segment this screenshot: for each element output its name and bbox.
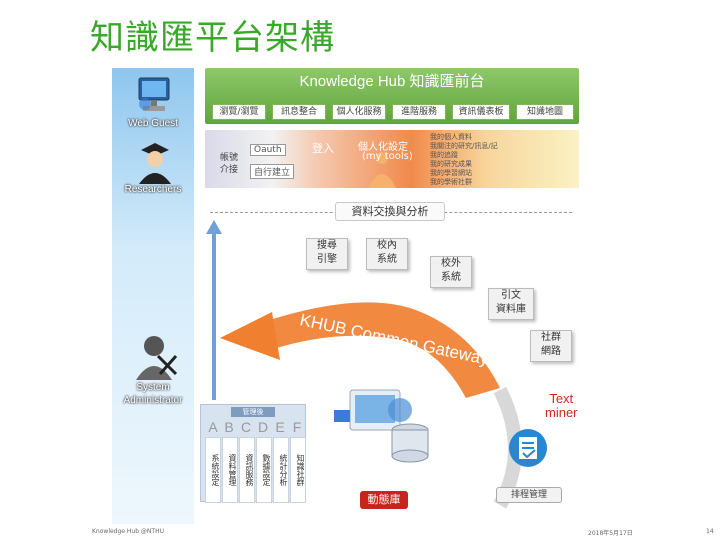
- external-line2: 系統: [431, 271, 471, 285]
- social-line1: 社群: [531, 331, 571, 345]
- text-miner-line1: Text: [545, 392, 578, 406]
- self-build-box: 自行建立: [250, 164, 294, 179]
- management-item[interactable]: 系統設定: [205, 437, 221, 503]
- hub-tab-browse[interactable]: 瀏覽/瀏覽: [212, 104, 266, 120]
- personal-list: 我的個人資料 我關注的研究/訊息/記 我的追蹤 我的研究成果 我的學習網站 我的…: [430, 133, 498, 187]
- server-database-icon: [330, 380, 460, 470]
- management-title: 管理後: [231, 407, 275, 417]
- footer-date: 2018年5月17日: [588, 528, 633, 537]
- schedule-button[interactable]: 排程管理: [496, 487, 562, 503]
- account-label-2: 介接: [220, 162, 238, 175]
- footer-left: Knowledge Hub @NTHU: [92, 528, 164, 535]
- page-title: 知識匯平台架構: [90, 10, 335, 59]
- computer-icon: [135, 76, 175, 120]
- citation-line1: 引文: [489, 289, 533, 303]
- col-letter: B: [221, 419, 237, 435]
- exchange-label: 資料交換與分析: [335, 202, 445, 221]
- researchers-label: Researchers: [98, 184, 208, 195]
- personal-list-item: 我的個人資料: [430, 133, 498, 142]
- personal-list-item: 我的學術社群: [430, 178, 498, 187]
- login-label: 登入: [312, 140, 334, 156]
- management-item[interactable]: 數據設定: [256, 437, 272, 503]
- social-network-box: 社群 網路: [530, 330, 572, 362]
- external-line1: 校外: [431, 257, 471, 271]
- knowledge-hub-title: Knowledge Hub 知識匯前台: [205, 70, 579, 91]
- search-engine-line2: 引擎: [307, 253, 347, 267]
- text-miner-label: Text miner: [545, 392, 578, 420]
- hub-tab-dashboard[interactable]: 資訊儀表板: [452, 104, 510, 120]
- citation-line2: 資料庫: [489, 303, 533, 317]
- hub-tab-advanced[interactable]: 進階服務: [392, 104, 446, 120]
- col-letter: C: [238, 419, 254, 435]
- page-number: 14: [706, 528, 714, 535]
- management-item[interactable]: 統計分析: [273, 437, 289, 503]
- schedule-icon: [508, 428, 548, 468]
- hub-tab-integration[interactable]: 訊息整合: [272, 104, 326, 120]
- up-arrow-head: [206, 220, 222, 234]
- col-letter: A: [205, 419, 221, 435]
- dynamic-db-button[interactable]: 動態庫: [360, 491, 408, 509]
- citation-db-box: 引文 資料庫: [488, 288, 534, 320]
- social-line2: 網路: [531, 345, 571, 359]
- internal-system-box: 校內 系統: [366, 238, 408, 270]
- admin-label-1: System: [98, 382, 208, 393]
- personal-list-item: 我的追蹤: [430, 151, 498, 160]
- search-engine-box: 搜尋 引擎: [306, 238, 348, 270]
- hub-tab-personal[interactable]: 個人化服務: [332, 104, 386, 120]
- external-system-box: 校外 系統: [430, 256, 472, 288]
- administrator-icon: [134, 330, 178, 380]
- management-item[interactable]: 知識社群: [290, 437, 306, 503]
- admin-label-2: Administrator: [98, 395, 208, 406]
- my-tools-label: (my tools): [362, 151, 413, 162]
- gateway-arrow-head: [220, 312, 280, 360]
- col-letter: E: [272, 419, 288, 435]
- researcher-icon: [137, 140, 173, 184]
- col-letter: F: [289, 419, 305, 435]
- management-panel: 管理後 A B C D E F 系統設定 資料管理 資訊服務 數據設定 統計分析…: [200, 404, 306, 502]
- internal-line2: 系統: [367, 253, 407, 267]
- web-guest-label: Web Guest: [98, 118, 208, 129]
- personal-list-item: 我關注的研究/訊息/記: [430, 142, 498, 151]
- actor-column: [112, 68, 194, 524]
- hub-tab-map[interactable]: 知識地圖: [516, 104, 574, 120]
- management-item[interactable]: 資料管理: [222, 437, 238, 503]
- text-miner-line2: miner: [545, 406, 578, 420]
- management-item[interactable]: 資訊服務: [239, 437, 255, 503]
- col-letter: D: [255, 419, 271, 435]
- personal-list-item: 我的學習網站: [430, 169, 498, 178]
- oauth-box: Oauth: [250, 144, 286, 156]
- search-engine-line1: 搜尋: [307, 239, 347, 253]
- personal-list-item: 我的研究成果: [430, 160, 498, 169]
- internal-line1: 校內: [367, 239, 407, 253]
